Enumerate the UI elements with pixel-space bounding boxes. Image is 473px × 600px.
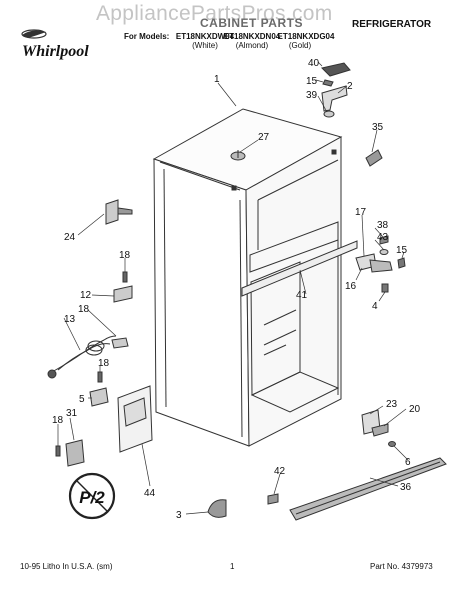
callout-label: 24 xyxy=(64,232,76,243)
cabinet-shell xyxy=(152,108,343,447)
callout-label: 18 xyxy=(98,358,110,369)
product-name: REFRIGERATOR xyxy=(352,19,432,30)
callout-label: 13 xyxy=(64,314,76,325)
logo-swirl-icon xyxy=(22,30,46,38)
finish-gold: (Gold) xyxy=(288,41,312,50)
callout-label: 35 xyxy=(372,122,384,133)
callout-label: 1 xyxy=(214,74,220,85)
callout-label: 12 xyxy=(80,290,92,301)
divider-bar xyxy=(241,240,358,297)
callout-label: 18 xyxy=(78,304,90,315)
callout-label: 17 xyxy=(355,207,367,218)
finish-white: (White) xyxy=(192,41,218,50)
callout-label: 20 xyxy=(409,404,421,415)
callout-label: 31 xyxy=(66,408,78,419)
footer-page-number: 1 xyxy=(230,562,235,571)
callout-label: 23 xyxy=(386,399,398,410)
footer-print-info: 10-95 Litho In U.S.A. (sm) xyxy=(20,562,113,571)
p2-stamp: P/2 xyxy=(68,472,116,520)
callout-label: 43 xyxy=(377,232,389,243)
callout-label: 2 xyxy=(347,81,353,92)
callout-label: 27 xyxy=(258,132,270,143)
callout-label: 44 xyxy=(144,488,156,499)
callout-label: 4 xyxy=(372,301,378,312)
callout-label: 18 xyxy=(119,250,131,261)
stamp-text: P/2 xyxy=(79,488,105,507)
callout-label: 6 xyxy=(405,457,411,468)
callout-label: 36 xyxy=(400,482,412,493)
svg-text:Whirlpool: Whirlpool xyxy=(22,43,89,60)
section-title: CABINET PARTS xyxy=(200,16,303,30)
models-label: For Models: xyxy=(124,32,170,41)
callout-label: 3 xyxy=(176,510,182,521)
finish-almond: (Almond) xyxy=(235,41,269,50)
watermark: AppliancePartsPros.com xyxy=(96,2,333,25)
callout-label: 15 xyxy=(306,76,318,87)
callout-label: 18 xyxy=(52,415,64,426)
callout-label: 38 xyxy=(377,220,389,231)
model-number-almond: ET18NKXDN04 xyxy=(223,32,281,41)
footer-part-number: Part No. 4379973 xyxy=(370,562,433,571)
callout-label: 40 xyxy=(308,58,320,69)
model-number-white: ET18NKXDW04 xyxy=(175,32,235,41)
callout-label: 39 xyxy=(306,90,318,101)
model-number-gold: ET18NKXDG04 xyxy=(277,32,335,41)
callout-label: 15 xyxy=(396,245,408,256)
whirlpool-logo: Whirlpool xyxy=(16,26,106,71)
callout-label: 16 xyxy=(345,281,357,292)
callout-label: 41 xyxy=(296,290,308,301)
callout-label: 5 xyxy=(79,394,85,405)
callout-label: 42 xyxy=(274,466,286,477)
